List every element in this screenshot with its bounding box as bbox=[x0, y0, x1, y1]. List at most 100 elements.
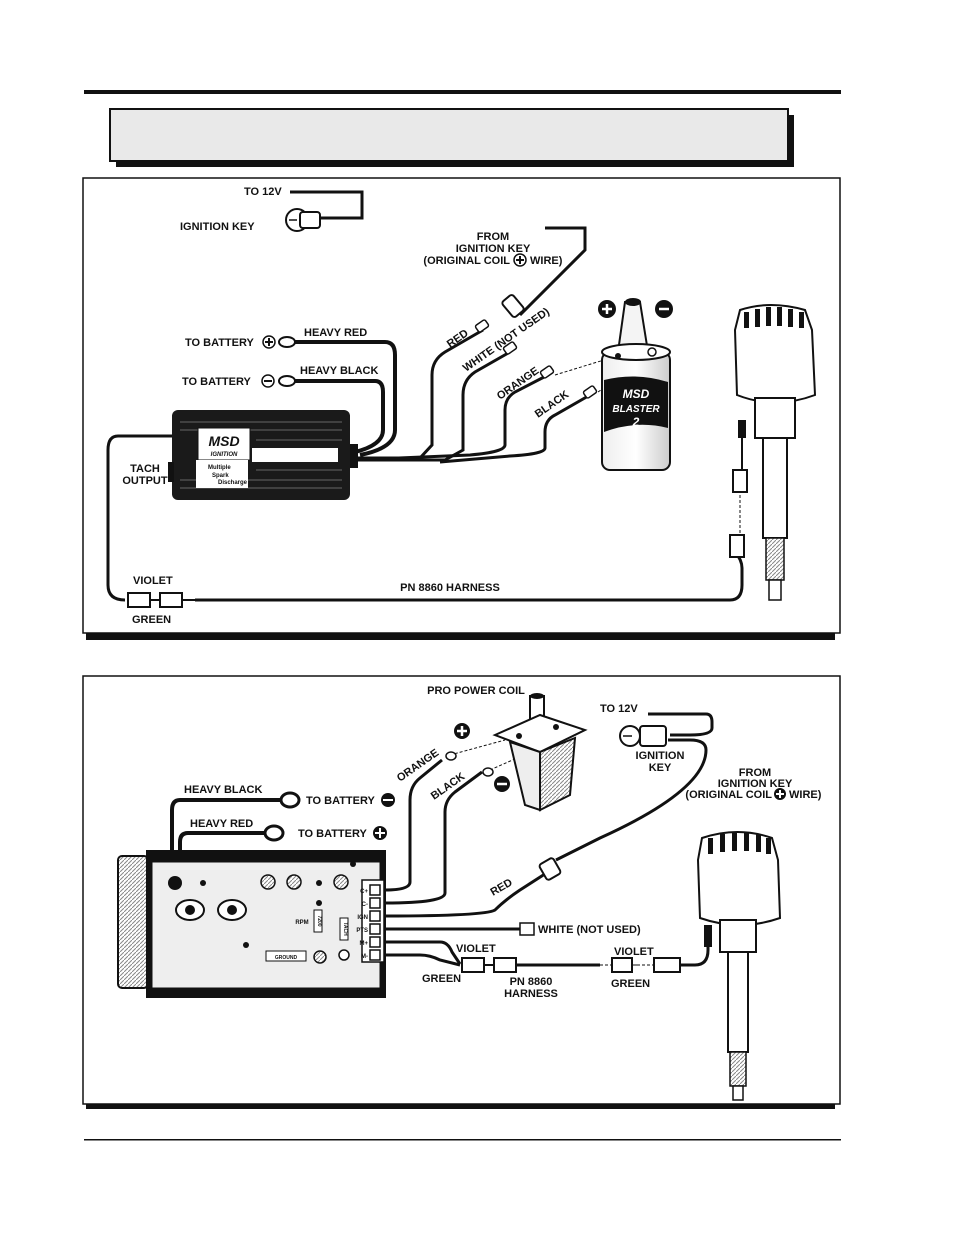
label-heavy-red: HEAVY RED bbox=[304, 327, 367, 339]
wire-harness-1 bbox=[106, 434, 172, 602]
box-desc-spark: Spark bbox=[212, 473, 229, 479]
wire-heavy-red bbox=[292, 340, 397, 457]
label-green-1: GREEN bbox=[132, 614, 171, 626]
terminal-ign: IGN bbox=[357, 915, 368, 921]
label2-from-2: IGNITION KEY bbox=[718, 778, 793, 790]
msd-7al-box: C+ C- IGN PTS M+ M- RPM 7200 TACH GROUND bbox=[117, 850, 386, 998]
label-tach: TACH bbox=[342, 922, 348, 936]
label2-harness-1: PN 8860 bbox=[510, 976, 553, 988]
connector-from-key bbox=[501, 294, 525, 318]
label-from-2: IGNITION KEY bbox=[456, 243, 531, 255]
plus-icon bbox=[262, 335, 276, 349]
wire-from-ignition-key bbox=[518, 226, 587, 317]
ignition-key-1 bbox=[285, 208, 321, 232]
distributor-1 bbox=[729, 304, 817, 601]
box-logo-ignition: IGNITION bbox=[211, 452, 238, 458]
label2-violet-right: VIOLET bbox=[614, 946, 654, 958]
dashed2-orange bbox=[449, 739, 506, 756]
connector-black bbox=[582, 385, 598, 399]
connector-violet-green-1 bbox=[127, 592, 198, 608]
label-from-1: FROM bbox=[477, 231, 509, 243]
coil-minus-icon bbox=[655, 300, 673, 318]
wire-white bbox=[350, 350, 511, 462]
coil2-plus-icon bbox=[454, 723, 470, 739]
terminal-c-plus: C+ bbox=[360, 889, 368, 895]
ring2-black bbox=[482, 767, 494, 777]
label-tach-2: OUTPUT bbox=[122, 475, 168, 487]
label-harness-1: PN 8860 HARNESS bbox=[400, 582, 500, 594]
label2-from-1: FROM bbox=[739, 767, 771, 779]
wire2-green bbox=[385, 953, 461, 967]
label-ground: GROUND bbox=[275, 955, 298, 961]
diagram-1: MSD IGNITION Multiple Spark Discharge MS… bbox=[82, 177, 841, 640]
terminal-pts: PTS bbox=[356, 928, 368, 934]
label2-heavy-red: HEAVY RED bbox=[190, 818, 253, 830]
label2-white-not-used: WHITE (NOT USED) bbox=[538, 924, 641, 936]
diagram-2: C+ C- IGN PTS M+ M- RPM 7200 TACH GROUND bbox=[82, 675, 841, 1109]
label2-to-battery-neg: TO BATTERY bbox=[306, 795, 376, 807]
ring-terminal-pos bbox=[278, 336, 296, 348]
top-rule bbox=[84, 90, 841, 94]
wire2-to-dist bbox=[680, 930, 710, 967]
label2-to-battery-pos: TO BATTERY bbox=[298, 828, 368, 840]
label-ignition-key: IGNITION KEY bbox=[180, 221, 255, 233]
label-rpm-value: 7200 bbox=[316, 915, 322, 926]
label2-key: KEY bbox=[649, 762, 672, 774]
wire2-violet bbox=[385, 940, 462, 965]
pro-power-coil bbox=[492, 693, 588, 812]
ring2-heavy-red bbox=[263, 824, 285, 842]
msd-ignition-box: MSD IGNITION Multiple Spark Discharge bbox=[168, 410, 358, 500]
label-from-3a: (ORIGINAL COIL bbox=[423, 255, 510, 267]
label-to-battery-neg: TO BATTERY bbox=[182, 376, 252, 388]
terminal-c-minus: C- bbox=[362, 902, 368, 908]
wire2-heavy-black bbox=[170, 798, 284, 880]
connector-orange bbox=[539, 365, 555, 379]
label-to-battery-pos: TO BATTERY bbox=[185, 337, 255, 349]
plus-icon bbox=[513, 253, 527, 267]
minus-icon bbox=[381, 793, 395, 807]
label2-to-12v: TO 12V bbox=[600, 703, 638, 715]
connector2-white bbox=[519, 922, 535, 936]
label-violet-1: VIOLET bbox=[133, 575, 173, 587]
wire2-heavy-red bbox=[178, 831, 268, 880]
header-box bbox=[109, 108, 789, 162]
wire2-red bbox=[384, 870, 549, 918]
label2-violet-left: VIOLET bbox=[456, 943, 496, 955]
box-desc-discharge: Discharge bbox=[218, 480, 248, 486]
wire2-to-12v bbox=[648, 712, 714, 737]
terminal-m-plus: M+ bbox=[359, 941, 368, 947]
label-heavy-black: HEAVY BLACK bbox=[300, 365, 378, 377]
label2-green-right: GREEN bbox=[611, 978, 650, 990]
wire-black bbox=[439, 393, 591, 464]
label2-pro-power-coil: PRO POWER COIL bbox=[427, 685, 525, 697]
wire-red bbox=[350, 328, 484, 460]
ring2-heavy-black bbox=[279, 791, 301, 809]
wire-12v-to-key bbox=[290, 190, 364, 220]
coil-plus-icon bbox=[598, 300, 616, 318]
coil-number: 2 bbox=[632, 415, 640, 429]
dist-1-connector-upper bbox=[732, 469, 748, 493]
label-from-3b: WIRE) bbox=[530, 255, 563, 267]
label2-green-left: GREEN bbox=[422, 973, 461, 985]
label2-ignition: IGNITION bbox=[636, 750, 685, 762]
terminal-m-minus: M- bbox=[361, 954, 368, 960]
bottom-rule bbox=[84, 1139, 841, 1141]
wire2-from-key bbox=[555, 738, 708, 862]
connector2-from-key bbox=[538, 857, 562, 881]
label2-from-3a: (ORIGINAL COIL bbox=[685, 789, 772, 801]
ignition-key-2 bbox=[619, 725, 667, 747]
box-logo-msd: MSD bbox=[208, 433, 239, 449]
label2-heavy-black: HEAVY BLACK bbox=[184, 784, 262, 796]
wire-heavy-black bbox=[292, 379, 385, 454]
plus-icon bbox=[774, 788, 786, 800]
wire-orange bbox=[349, 373, 549, 462]
wire2-black bbox=[384, 770, 483, 905]
connector-violet-green-2a bbox=[461, 957, 517, 973]
msd-blaster-2-coil: MSD BLASTER 2 bbox=[601, 298, 671, 471]
ring2-orange bbox=[445, 751, 457, 761]
label-rpm: RPM bbox=[295, 920, 308, 926]
box-desc-multiple: Multiple bbox=[208, 465, 231, 471]
coil-model: BLASTER bbox=[612, 404, 660, 415]
label2-harness-2: HARNESS bbox=[504, 988, 558, 1000]
